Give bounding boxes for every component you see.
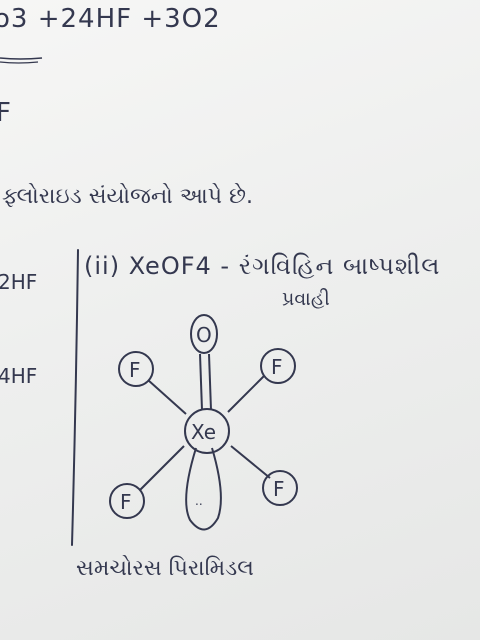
xeof4-heading: (ii) XeOF4 - રંગવિહિન બાષ્પશીલ bbox=[84, 252, 441, 280]
atom-f-top-right: F bbox=[260, 348, 296, 384]
lone-pair-lobe bbox=[185, 447, 222, 531]
shape-caption: સમચોરસ પિરામિડલ bbox=[76, 556, 254, 581]
atom-f-bottom-left: F bbox=[109, 483, 145, 519]
hf-fragment: F bbox=[0, 98, 11, 128]
svg-text:F: F bbox=[271, 355, 283, 379]
svg-text:O: O bbox=[196, 323, 212, 347]
svg-text:F: F bbox=[120, 490, 132, 514]
margin-4hf: 4HF bbox=[0, 364, 38, 388]
liquid-word: પ્રવાહી bbox=[282, 288, 330, 310]
svg-text:F: F bbox=[273, 477, 285, 501]
lone-pair-dots: .. bbox=[195, 494, 203, 508]
bond-xe-o-2 bbox=[208, 353, 212, 411]
margin-2hf: 2HF bbox=[0, 270, 38, 294]
atom-o: O bbox=[190, 314, 218, 354]
svg-text:F: F bbox=[129, 358, 141, 382]
bond-xe-f-br bbox=[230, 445, 271, 479]
atom-xe: Xe bbox=[184, 408, 230, 454]
equation-line: o3 +24HF +3O2 bbox=[0, 4, 221, 34]
bond-xe-f-bl bbox=[139, 445, 185, 491]
atom-f-bottom-right: F bbox=[262, 470, 298, 506]
atom-f-top-left: F bbox=[118, 351, 154, 387]
fluoride-sentence: ફ્લોરાઇડ સંયોજનો આપે છે. bbox=[2, 184, 254, 209]
svg-text:Xe: Xe bbox=[191, 420, 216, 444]
bond-xe-f-tr bbox=[227, 375, 265, 413]
bond-xe-f-tl bbox=[147, 379, 187, 415]
bond-xe-o-1 bbox=[199, 353, 203, 411]
